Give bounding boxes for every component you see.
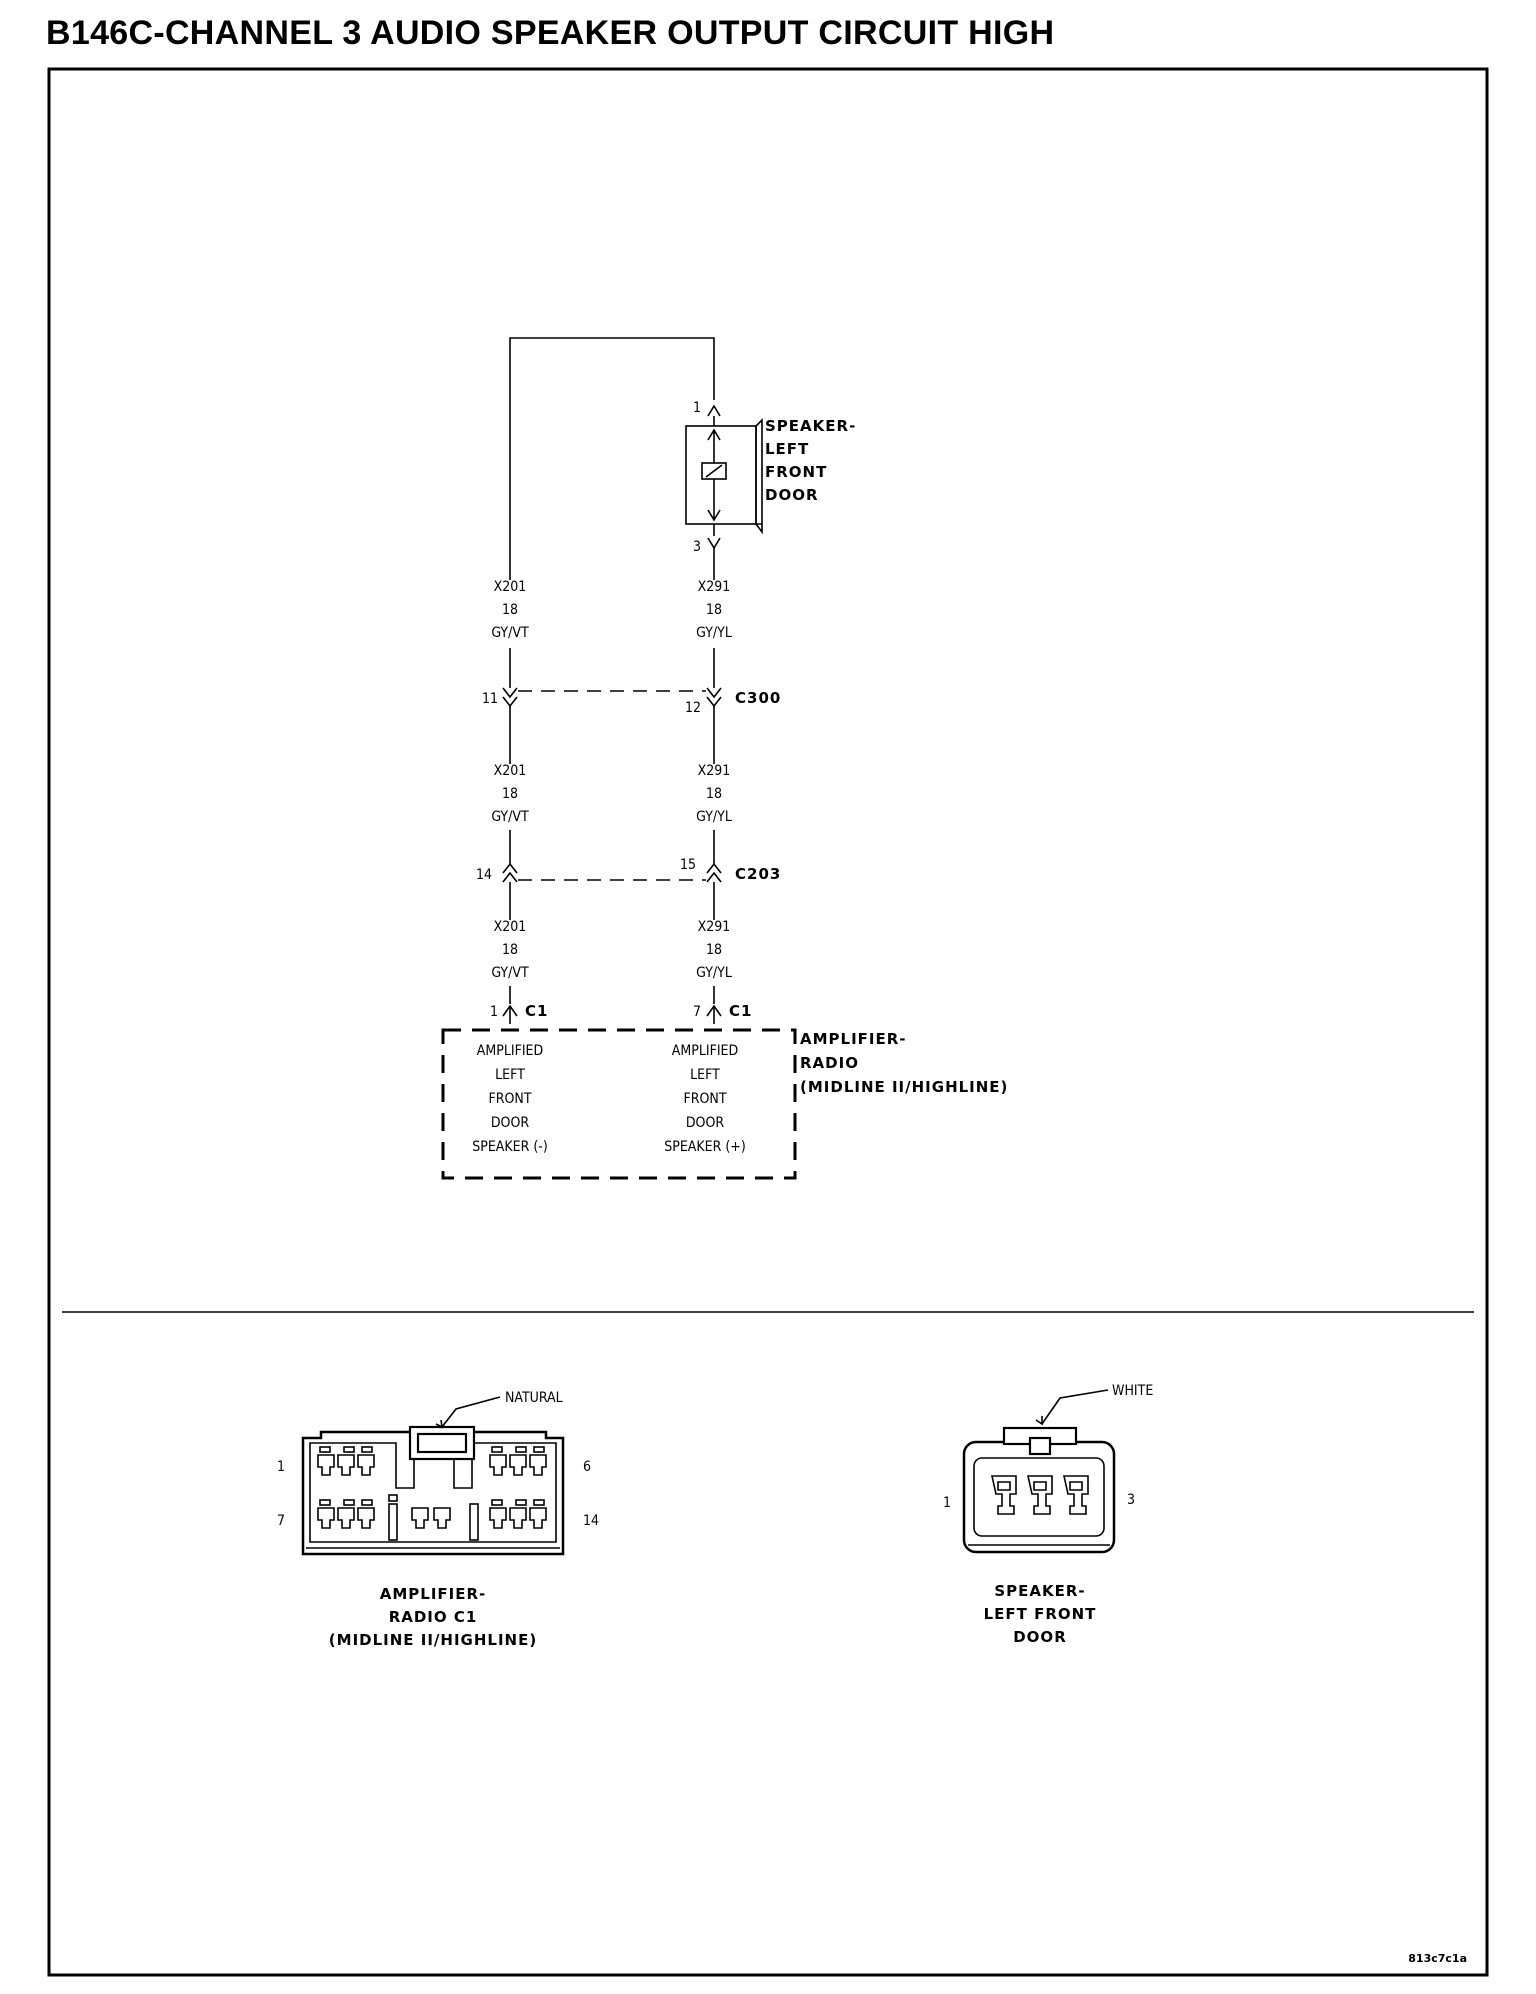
amplifier-label-line3: (MIDLINE II/HIGHLINE) — [800, 1078, 1008, 1096]
c300-pin-right: 12 — [685, 700, 701, 716]
page-title: B146C-CHANNEL 3 AUDIO SPEAKER OUTPUT CIR… — [46, 14, 1055, 52]
amp-connector-caption-2: RADIO C1 — [389, 1608, 478, 1626]
diagram-frame — [47, 67, 1489, 1977]
c203-connector — [502, 862, 722, 883]
speaker-connector-color: WHITE — [1112, 1383, 1153, 1399]
speaker-connector-caption-3: DOOR — [1013, 1628, 1067, 1646]
left-wire-color-3: GY/VT — [491, 965, 529, 981]
speaker-connector-view — [962, 1389, 1116, 1554]
amp-left-func-2: LEFT — [495, 1067, 525, 1083]
right-wire-gauge-2: 18 — [706, 786, 722, 802]
right-wire-color-3: GY/YL — [696, 965, 732, 981]
right-wire-color-1: GY/YL — [696, 625, 732, 641]
left-wire-gauge-2: 18 — [502, 786, 518, 802]
speaker-pin-top: 1 — [693, 400, 701, 416]
left-wire-color-1: GY/VT — [491, 625, 529, 641]
left-wire-circuit-3: X201 — [494, 919, 527, 935]
speaker-pin-bottom: 3 — [693, 539, 701, 555]
speaker-pin1-terminal — [707, 404, 721, 417]
right-wire-circuit-1: X291 — [698, 579, 731, 595]
right-wire-gauge-3: 18 — [706, 942, 722, 958]
left-wire-circuit-2: X201 — [494, 763, 527, 779]
speaker-label-line3: FRONT — [765, 463, 827, 481]
speaker-connector-caption-1: SPEAKER- — [994, 1582, 1085, 1600]
amp-connector-caption-1: AMPLIFIER- — [380, 1585, 487, 1603]
amp-left-func-3: FRONT — [488, 1091, 531, 1107]
c1-label-left: C1 — [525, 1002, 548, 1020]
left-wire-circuit-1: X201 — [494, 579, 527, 595]
left-wire-gauge-3: 18 — [502, 942, 518, 958]
amplifier-label-line1: AMPLIFIER- — [800, 1030, 907, 1048]
speaker-pin3-terminal — [707, 537, 721, 550]
amp-right-func-5: SPEAKER (+) — [664, 1139, 746, 1155]
speaker-connector-pin-3: 3 — [1127, 1492, 1135, 1508]
amp-right-func-2: LEFT — [690, 1067, 720, 1083]
c1-pin-left: 1 — [490, 1004, 498, 1020]
speaker-connector-caption-2: LEFT FRONT — [984, 1605, 1097, 1623]
right-wire-circuit-3: X291 — [698, 919, 731, 935]
amp-connector-pin-7: 7 — [277, 1513, 285, 1529]
amp-connector-pin-6: 6 — [583, 1459, 591, 1475]
amp-right-func-3: FRONT — [683, 1091, 726, 1107]
left-wire-gauge-1: 18 — [502, 602, 518, 618]
amplifier-label-line2: RADIO — [800, 1054, 859, 1072]
speaker-symbol — [685, 418, 763, 535]
amp-connector-pin-1: 1 — [277, 1459, 285, 1475]
figure-id: 813c7c1a — [1408, 1952, 1467, 1965]
amp-left-func-4: DOOR — [491, 1115, 530, 1131]
amp-connector-color: NATURAL — [505, 1390, 563, 1406]
c1-pin-right: 7 — [693, 1004, 701, 1020]
left-wire-color-2: GY/VT — [491, 809, 529, 825]
c300-pin-left: 11 — [482, 691, 498, 707]
amp-left-func-1: AMPLIFIED — [477, 1043, 543, 1059]
amp-left-func-5: SPEAKER (-) — [472, 1139, 548, 1155]
right-wire-gauge-1: 18 — [706, 602, 722, 618]
amp-connector-caption-3: (MIDLINE II/HIGHLINE) — [329, 1631, 537, 1649]
speaker-label-line1: SPEAKER- — [765, 417, 856, 435]
speaker-label-line2: LEFT — [765, 440, 809, 458]
speaker-label-line4: DOOR — [765, 486, 819, 504]
c300-label: C300 — [735, 689, 781, 707]
c203-pin-left: 14 — [476, 867, 492, 883]
amplifier-box — [441, 1028, 797, 1180]
speaker-connector-pin-1: 1 — [943, 1495, 951, 1511]
amp-connector-view — [301, 1396, 565, 1556]
wire-loop — [509, 337, 715, 580]
c203-label: C203 — [735, 865, 781, 883]
right-wire-circuit-2: X291 — [698, 763, 731, 779]
right-wire-color-2: GY/YL — [696, 809, 732, 825]
c1-label-right: C1 — [729, 1002, 752, 1020]
amp-right-func-1: AMPLIFIED — [672, 1043, 738, 1059]
amp-connector-pin-14: 14 — [583, 1513, 599, 1529]
c203-pin-right: 15 — [680, 857, 696, 873]
amp-right-func-4: DOOR — [686, 1115, 725, 1131]
